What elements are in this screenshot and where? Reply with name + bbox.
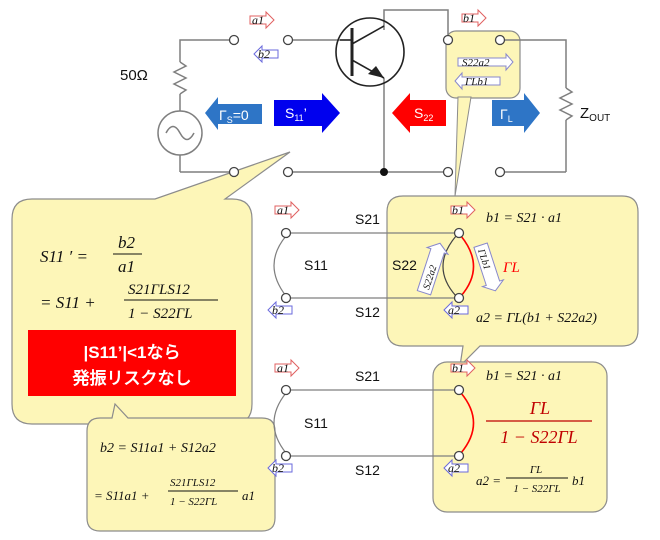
svg-text:a1: a1 (242, 488, 255, 503)
input-a1-arrow: a1 (249, 10, 275, 30)
svg-text:a1: a1 (277, 361, 289, 375)
svg-text:a2 = ΓL(b1 + S22a2): a2 = ΓL(b1 + S22a2) (476, 311, 597, 326)
svg-text:S22: S22 (392, 257, 417, 273)
input-b2-arrow: b2 (253, 44, 279, 64)
b2-formula: b2 = S11a1 + S12a2 = S11a1 + S21ΓLS12 1 … (94, 441, 255, 508)
port-terminal (282, 34, 294, 46)
svg-text:|S11’|<1なら: |S11’|<1なら (84, 343, 181, 362)
svg-text:a1: a1 (277, 203, 289, 217)
svg-text:b2: b2 (272, 461, 284, 475)
svg-text:S21ΓLS12: S21ΓLS12 (128, 282, 190, 298)
svg-text:ΓL: ΓL (500, 106, 513, 124)
svg-text:S21ΓLS12: S21ΓLS12 (170, 477, 216, 489)
svg-text:S11 ′ =: S11 ′ = (40, 247, 88, 266)
svg-text:1 − S22ΓL: 1 − S22ΓL (170, 496, 217, 508)
svg-text:ΓL: ΓL (529, 398, 550, 418)
circuit-wires (172, 9, 574, 173)
svg-text:= S11 +: = S11 + (40, 293, 96, 312)
port-glb1-arrow: ΓLb1 (454, 71, 501, 91)
svg-text:1 − S22ΓL: 1 − S22ΓL (500, 427, 577, 447)
svg-text:S11’: S11’ (285, 105, 307, 123)
port-terminal (494, 166, 506, 178)
svg-text:S11: S11 (304, 415, 328, 431)
svg-text:ΓS=0: ΓS=0 (219, 107, 249, 125)
svg-text:S21: S21 (355, 211, 380, 227)
svg-text:a1: a1 (118, 257, 135, 276)
svg-text:ΓL: ΓL (529, 464, 542, 476)
svg-text:a1: a1 (252, 13, 264, 27)
port-terminal (442, 34, 454, 46)
signal-source (157, 110, 203, 156)
svg-text:a2 =: a2 = (476, 473, 501, 488)
output-b1-arrow: b1 (461, 8, 487, 28)
port-terminals (228, 34, 506, 178)
svg-text:a2: a2 (448, 303, 460, 317)
s11-prime-arrow: S11’ (274, 93, 340, 133)
svg-text:= S11a1 +: = S11a1 + (94, 488, 150, 503)
flow-graph-bottom: a1 b2 b1 a2 S21 S11 S12 b1 = S21 · a1 ΓL… (267, 358, 592, 495)
gamma-s-arrow: ΓS=0 (205, 97, 262, 130)
svg-text:b1: b1 (452, 361, 464, 375)
svg-text:1 − S22ΓL: 1 − S22ΓL (513, 483, 560, 495)
svg-text:ΓL: ΓL (502, 260, 520, 276)
svg-text:b1 = S21 · a1: b1 = S21 · a1 (486, 369, 562, 384)
oscillation-warning-box: |S11’|<1なら 発振リスクなし (28, 330, 236, 396)
s22-arrow: S22 (392, 93, 446, 133)
svg-text:b1 = S21 · a1: b1 = S21 · a1 (486, 211, 562, 226)
svg-text:a2: a2 (448, 461, 460, 475)
svg-text:b2: b2 (118, 233, 136, 252)
zout-label: ZOUT (580, 105, 610, 124)
gamma-l-arrow: ΓL (492, 93, 540, 133)
svg-text:発振リスクなし: 発振リスクなし (72, 368, 192, 388)
svg-text:S12: S12 (355, 304, 380, 320)
svg-text:b2: b2 (258, 47, 270, 61)
resistor-label: 50Ω (120, 67, 148, 84)
callout-port-pointer (454, 96, 472, 197)
svg-text:S22a2: S22a2 (462, 57, 490, 69)
transistor-symbol (335, 17, 405, 87)
port-terminal (442, 166, 454, 178)
svg-text:S11: S11 (304, 257, 328, 273)
svg-text:S22: S22 (414, 105, 433, 123)
svg-text:b2 = S11a1 + S12a2: b2 = S11a1 + S12a2 (100, 441, 216, 456)
svg-text:b1: b1 (463, 11, 475, 25)
svg-text:b1: b1 (572, 473, 585, 488)
s11-prime-formula: S11 ′ = b2 a1 = S11 + S21ΓLS12 1 − S22ΓL (40, 233, 218, 322)
svg-text:S12: S12 (355, 462, 380, 478)
svg-text:ΓLb1: ΓLb1 (464, 76, 488, 88)
port-terminal (228, 34, 240, 46)
callout-flow-top-bubble (386, 195, 639, 368)
port-terminal (282, 166, 294, 178)
port-s22a2-arrow: S22a2 (457, 52, 514, 72)
svg-text:b1: b1 (452, 203, 464, 217)
svg-text:b2: b2 (272, 303, 284, 317)
svg-text:1 − S22ΓL: 1 − S22ΓL (128, 306, 193, 322)
port-terminal (228, 166, 240, 178)
callout-bottom-left-bubble (86, 402, 276, 532)
callout-flow-bottom-bubble (432, 361, 608, 513)
svg-text:S21: S21 (355, 368, 380, 384)
port-terminal (494, 34, 506, 46)
ground-junction-dot (380, 168, 388, 176)
